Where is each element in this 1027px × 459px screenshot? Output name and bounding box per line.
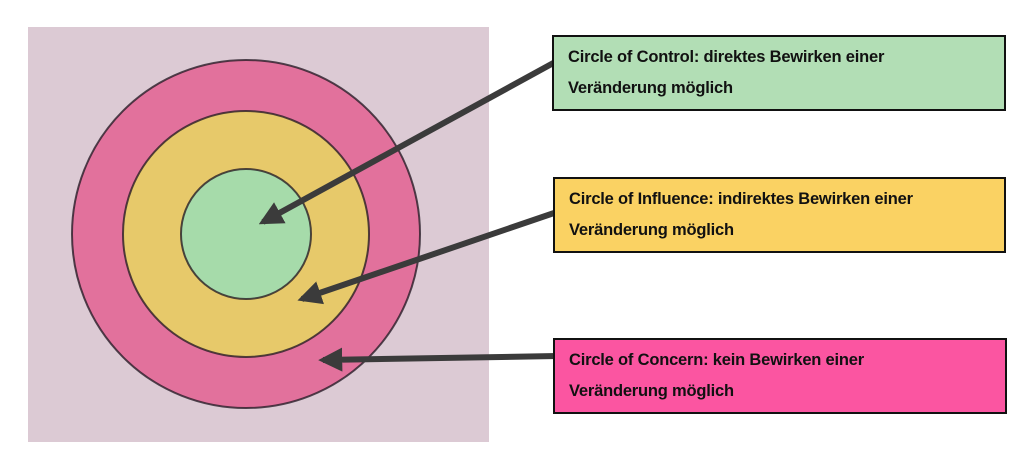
label-circle-of-control: Circle of Control: direktes Bewirken ein… [552,35,1006,111]
label-circle-of-influence-text: Circle of Influence: indirektes Bewirken… [569,190,913,239]
circles-panel [28,27,489,442]
label-circle-of-concern-text: Circle of Concern: kein Bewirken einer V… [569,351,864,400]
label-circle-of-control-text: Circle of Control: direktes Bewirken ein… [568,48,885,97]
label-circle-of-influence: Circle of Influence: indirektes Bewirken… [553,177,1006,253]
label-circle-of-concern: Circle of Concern: kein Bewirken einer V… [553,338,1007,414]
circle-control [180,168,312,300]
concentric-circles-graphic [71,59,421,409]
